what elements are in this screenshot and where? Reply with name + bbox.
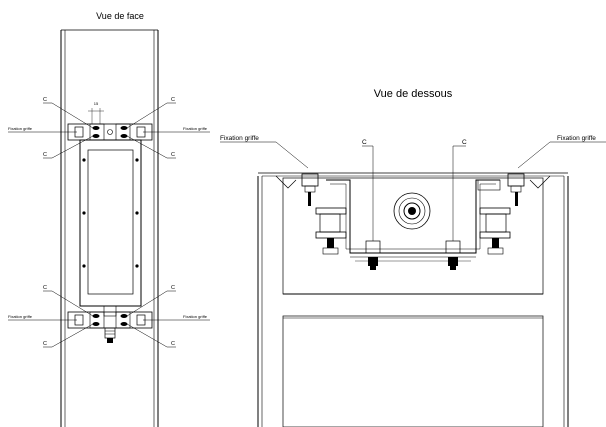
bolt-c-right <box>445 240 461 270</box>
callout-fixation-griffe: Fixation griffe <box>8 314 33 319</box>
left-clamp-hardware <box>301 173 347 255</box>
callout-fixation-griffe: Fixation griffe <box>183 314 208 319</box>
callout-c: C <box>43 285 47 291</box>
front-view-pole <box>60 29 159 427</box>
callout-c: C <box>171 285 175 291</box>
callout-c: C <box>43 152 47 158</box>
callout-fixation-griffe: Fixation griffe <box>183 126 208 131</box>
callout-c: C <box>43 341 47 347</box>
bottom-view-body <box>257 172 569 427</box>
screw-icon <box>82 158 86 162</box>
callout-c: C <box>171 341 175 347</box>
bolt-c-left <box>365 240 381 270</box>
mounting-bracket <box>326 179 500 262</box>
callout-c: C <box>171 97 175 103</box>
screw-icon <box>82 211 86 215</box>
front-view-title: Vue de face <box>96 11 144 21</box>
callout-c: C <box>43 97 47 103</box>
screw-icon <box>82 264 86 268</box>
bottom-view: Vue de dessous <box>220 88 606 427</box>
right-clamp-hardware <box>477 173 525 255</box>
callout-c: C <box>171 152 175 158</box>
corner-clips <box>275 175 551 189</box>
callout-c: C <box>362 139 367 146</box>
central-cable-gland <box>393 192 431 230</box>
bottom-view-title: Vue de dessous <box>374 88 453 100</box>
screw-icon <box>135 158 139 162</box>
bottom-view-leaders <box>220 141 606 241</box>
screw-icon <box>135 211 139 215</box>
callout-c: C <box>462 139 467 146</box>
front-view: Vue de face <box>8 11 210 427</box>
callout-fixation-griffe: Fixation griffe <box>8 126 33 131</box>
callout-fixation-griffe: Fixation griffe <box>557 135 596 142</box>
front-view-leaders <box>8 102 210 348</box>
bottom-clamp-band <box>67 305 153 343</box>
front-view-enclosure <box>79 139 142 307</box>
screw-icon <box>135 264 139 268</box>
dimension-label: 15 <box>94 101 99 106</box>
callout-fixation-griffe: Fixation griffe <box>220 135 259 142</box>
